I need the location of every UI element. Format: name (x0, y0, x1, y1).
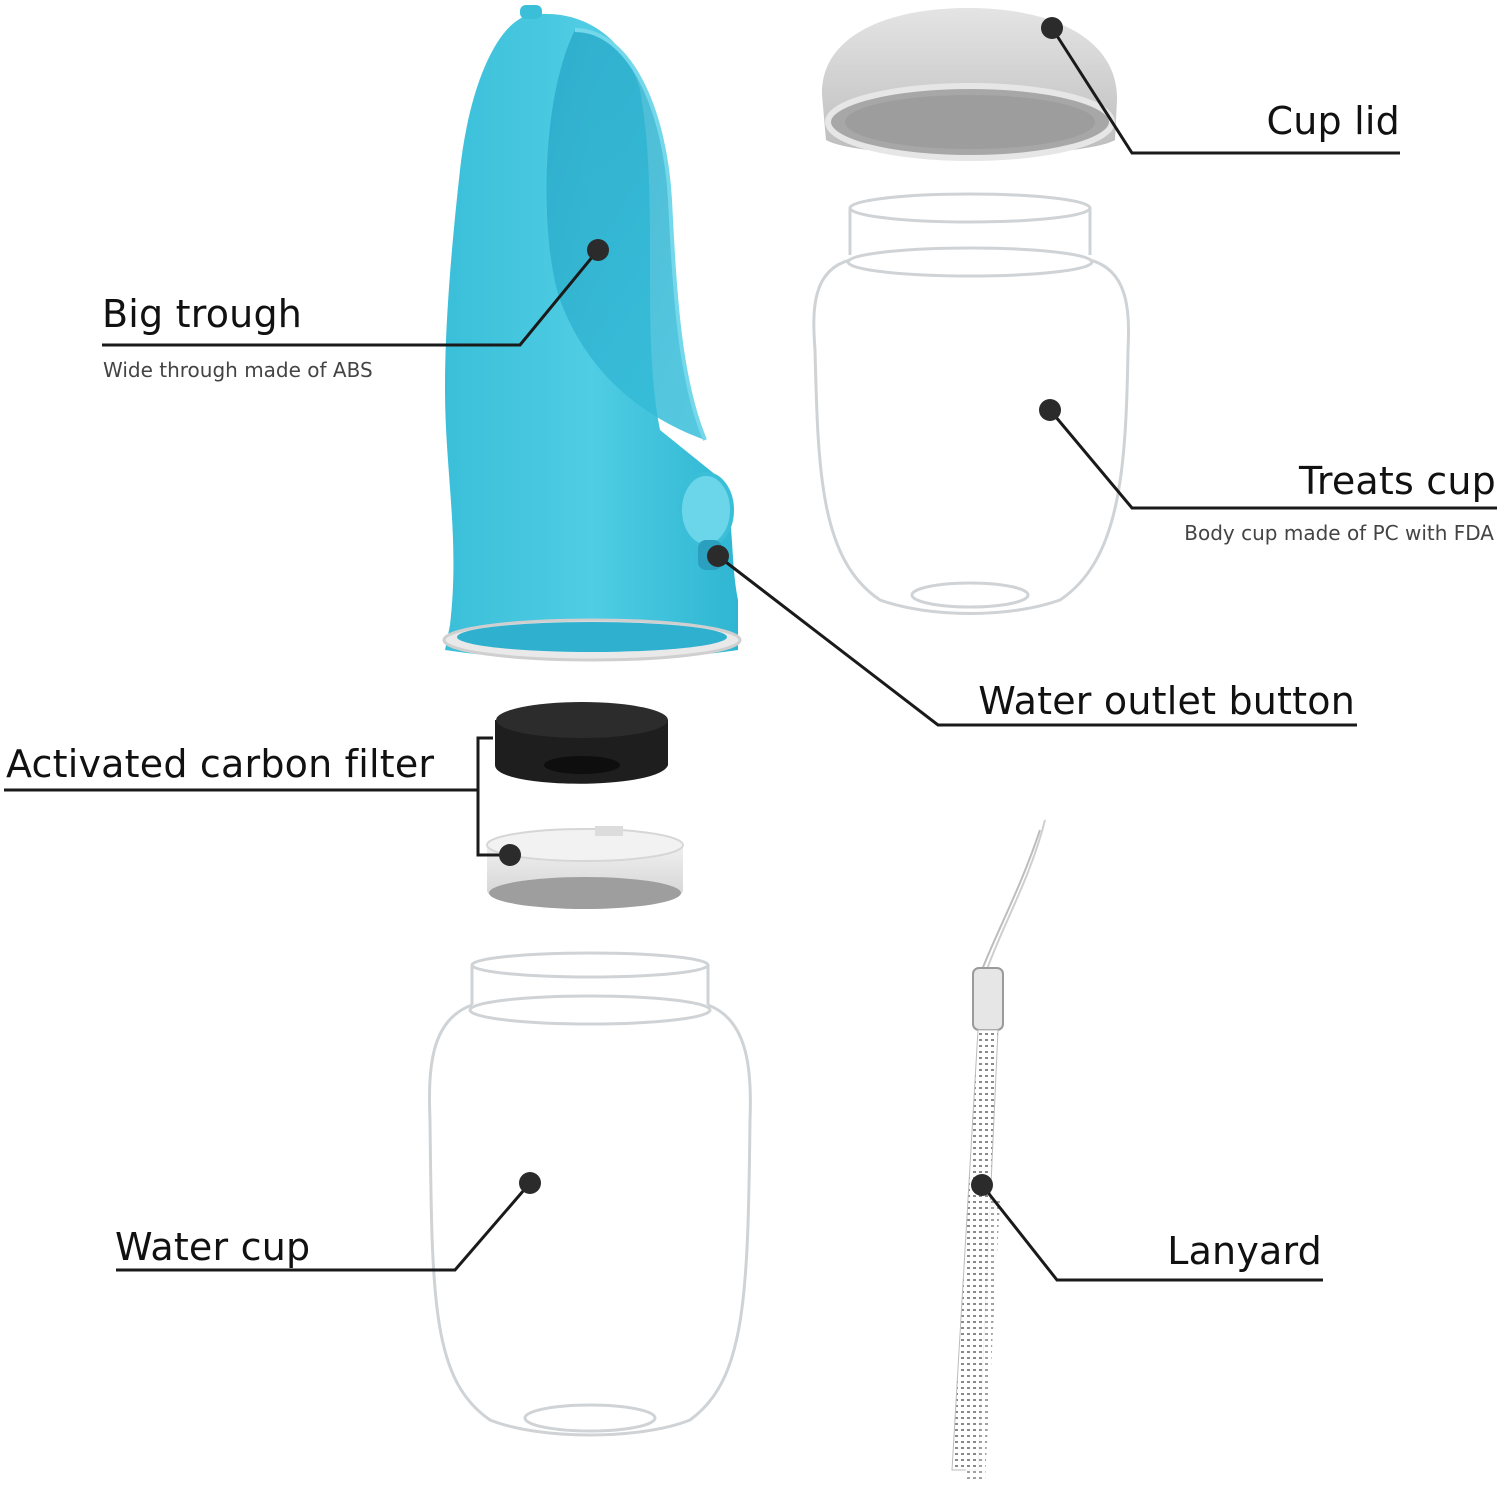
label-activated-carbon-filter: Activated carbon filter (6, 742, 435, 786)
description-treats-cup: Body cup made of PC with FDA (1184, 521, 1494, 545)
callout-lines (4, 27, 1497, 1282)
label-treats-cup: Treats cup (1299, 459, 1496, 503)
label-water-cup: Water cup (115, 1225, 311, 1269)
label-cup-lid: Cup lid (1266, 99, 1400, 143)
label-lanyard: Lanyard (1167, 1229, 1322, 1273)
filter-cap-illustration (486, 826, 684, 909)
outlet-button-illustration (678, 472, 734, 548)
carbon-filter-illustration (495, 702, 668, 784)
treats-cup-illustration (812, 192, 1131, 615)
big-trough-illustration (442, 5, 742, 662)
label-big-trough: Big trough (102, 292, 303, 336)
label-water-outlet-button: Water outlet button (978, 679, 1355, 723)
trough-opening (546, 30, 705, 440)
cup-lid-illustration (821, 8, 1118, 161)
callout-dots (499, 17, 1063, 1196)
water-cup-illustration (427, 951, 752, 1437)
description-big-trough: Wide through made of ABS (103, 358, 373, 382)
lanyard-illustration (951, 819, 1046, 1480)
trough-tab (520, 5, 542, 19)
